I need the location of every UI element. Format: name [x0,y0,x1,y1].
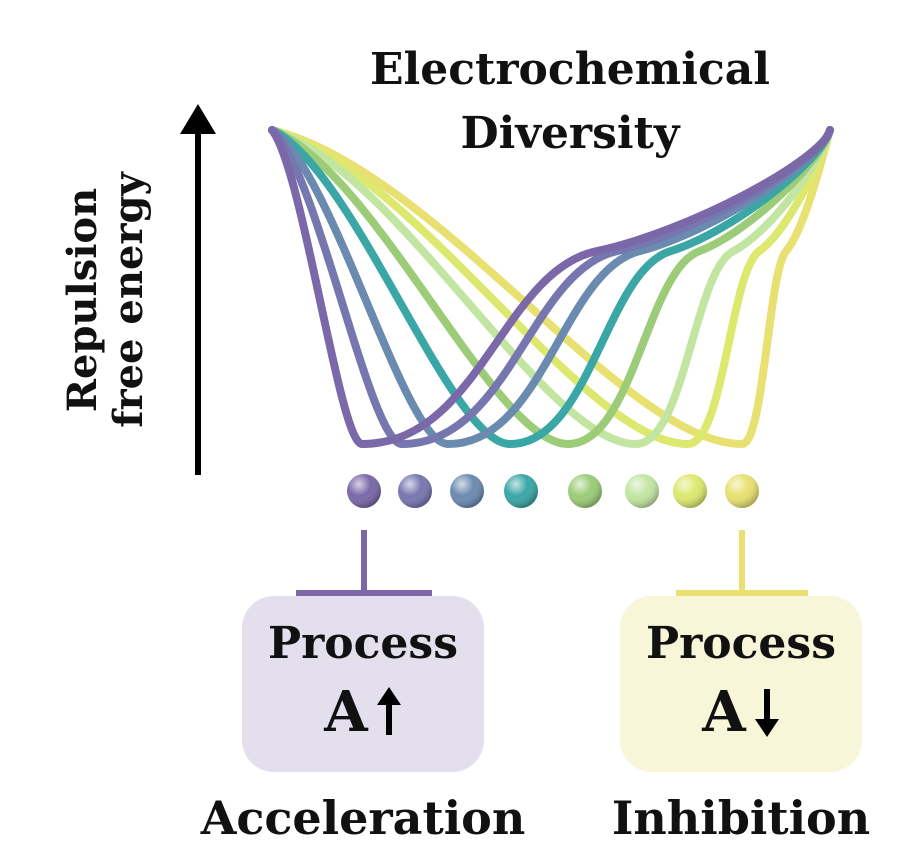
ion-sphere-4 [504,474,538,508]
energy-curve-7 [268,126,834,449]
process-letter: A [702,679,746,745]
caption-inhibition: Inhibition [611,791,871,845]
energy-curve-5 [268,126,834,449]
ion-sphere-5 [568,474,602,508]
energy-curves [268,126,834,449]
process-box-acceleration: Process A [242,596,484,772]
up-arrow-icon [376,687,401,735]
energy-axis-arrow-head [180,104,216,134]
down-arrow-icon [754,689,779,737]
ion-sphere-1 [347,474,381,508]
title-line-2: Diversity [460,108,680,159]
energy-curve-6 [268,126,834,449]
energy-curve-8 [268,126,834,449]
ion-sphere-8 [725,474,759,508]
ion-sphere-6 [625,474,659,508]
energy-curve-1 [268,126,834,449]
ion-sphere-7 [673,474,707,508]
process-letter: A [324,679,368,745]
process-label: Process [268,618,458,669]
energy-curve-3 [268,126,834,449]
ion-sphere-2 [398,474,432,508]
ion-spheres [347,474,759,508]
process-label: Process [646,618,836,669]
title-line-1: Electrochemical [370,44,770,95]
ion-sphere-3 [450,474,484,508]
energy-curve-4 [268,126,834,449]
caption-acceleration: Acceleration [200,791,526,845]
process-box-inhibition: Process A [620,596,862,772]
